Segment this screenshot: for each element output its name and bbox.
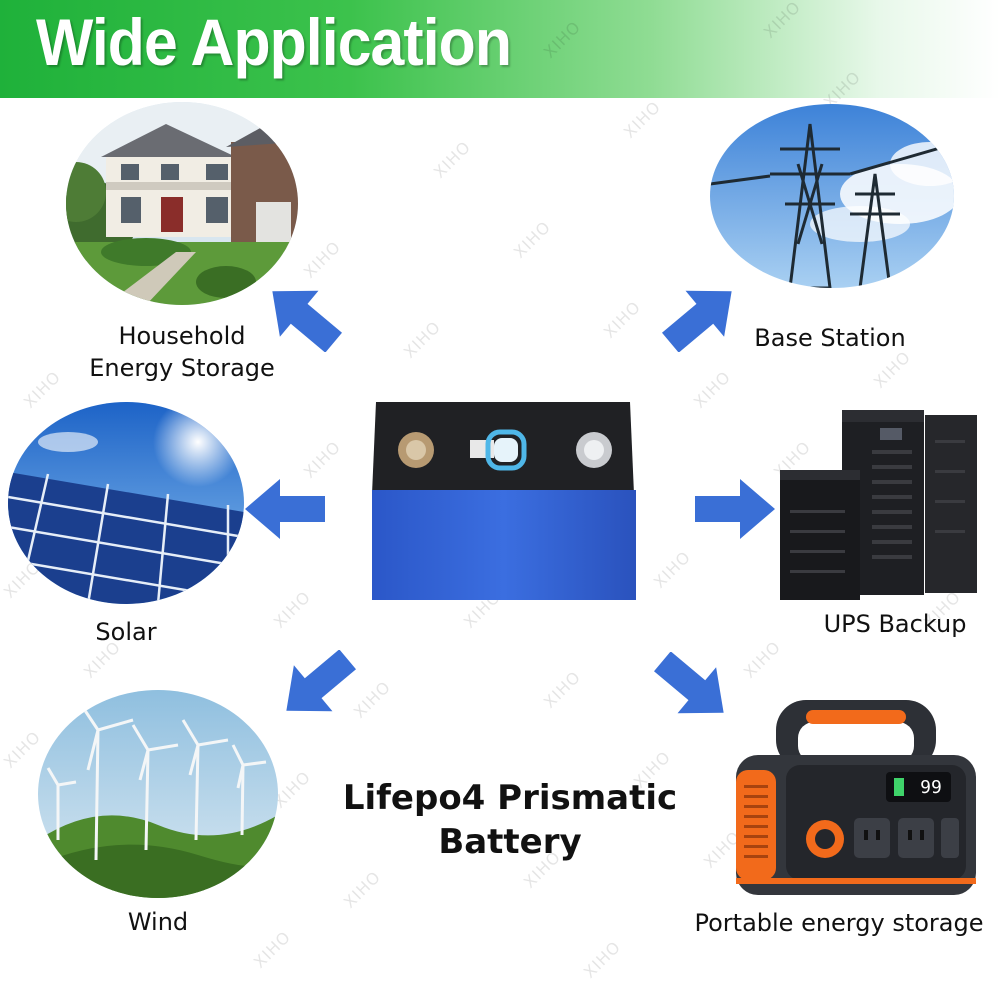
product-title-line2: Battery — [438, 822, 582, 862]
watermark: XIHO — [509, 217, 555, 262]
watermark: XIHO — [579, 937, 625, 982]
base-station-label: Base Station — [754, 324, 906, 352]
arrow-to-portable-icon — [648, 652, 738, 722]
arrow-to-solar-icon — [240, 474, 330, 544]
watermark: XIHO — [649, 547, 695, 592]
watermark: XIHO — [299, 237, 345, 282]
power-display-readout: 99 — [920, 777, 942, 798]
arrow-to-household-icon — [258, 282, 348, 352]
battery-image — [370, 402, 638, 600]
base-station-image — [710, 104, 954, 288]
ups-label: UPS Backup — [823, 610, 967, 638]
watermark: XIHO — [399, 317, 445, 362]
page-title: Wide Application — [36, 5, 512, 79]
product-title-line1: Lifepo4 Prismatic — [342, 778, 678, 818]
watermark: XIHO — [689, 367, 735, 412]
household-image — [66, 102, 298, 305]
watermark: XIHO — [429, 137, 475, 182]
portable-power-station-image: 99 — [736, 700, 976, 895]
wind-label: Wind — [127, 908, 189, 936]
product-caption: Lifepo4 Prismatic Battery — [330, 776, 690, 864]
watermark: XIHO — [339, 867, 385, 912]
watermark: XIHO — [599, 297, 645, 342]
ups-image — [780, 410, 980, 600]
arrow-to-ups-icon — [690, 474, 780, 544]
watermark: XIHO — [19, 367, 65, 412]
household-label-line1: Household — [118, 322, 246, 350]
watermark: XIHO — [539, 667, 585, 712]
watermark: XIHO — [0, 727, 45, 772]
arrow-to-base-station-icon — [656, 282, 746, 352]
wind-image — [38, 690, 278, 898]
solar-image — [8, 402, 244, 604]
household-label-line2: Energy Storage — [89, 354, 275, 382]
solar-label: Solar — [95, 618, 157, 646]
watermark: XIHO — [739, 637, 785, 682]
portable-label: Portable energy storage — [694, 909, 984, 937]
arrow-to-wind-icon — [272, 650, 362, 720]
watermark: XIHO — [619, 97, 665, 142]
header-banner: Wide Application — [0, 0, 1000, 98]
watermark: XIHO — [269, 587, 315, 632]
